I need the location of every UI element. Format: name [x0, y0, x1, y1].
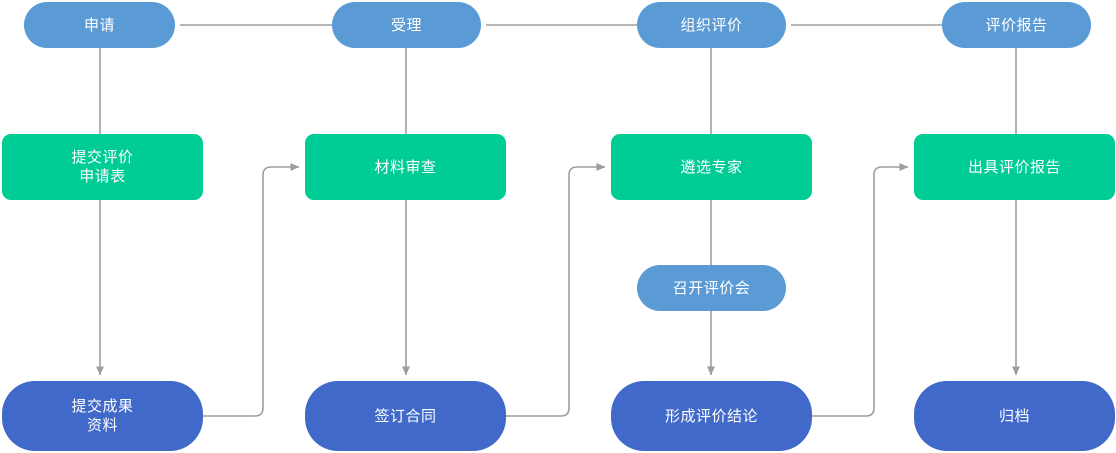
flow-node-n5[interactable]: 提交评价 申请表 — [2, 134, 203, 200]
flow-node-n12[interactable]: 形成评价结论 — [611, 381, 812, 451]
flow-node-n1[interactable]: 申请 — [24, 2, 175, 48]
edges-group — [96, 21, 1070, 417]
flow-node-n2[interactable]: 受理 — [332, 2, 481, 48]
flow-node-n10[interactable]: 提交成果 资料 — [2, 381, 203, 451]
flow-node-n9[interactable]: 召开评价会 — [637, 265, 786, 311]
connector-n10-to-n6 — [203, 163, 300, 417]
flow-node-n3[interactable]: 组织评价 — [637, 2, 786, 48]
flow-node-n4[interactable]: 评价报告 — [942, 2, 1091, 48]
flow-node-n7[interactable]: 遴选专家 — [611, 134, 812, 200]
flow-node-n11[interactable]: 签订合同 — [305, 381, 506, 451]
flow-node-n6[interactable]: 材料审查 — [305, 134, 506, 200]
connector-n11-to-n7 — [506, 163, 606, 417]
flow-node-n13[interactable]: 归档 — [914, 381, 1115, 451]
connector-n12-to-n8 — [812, 163, 909, 417]
flow-node-n8[interactable]: 出具评价报告 — [914, 134, 1115, 200]
